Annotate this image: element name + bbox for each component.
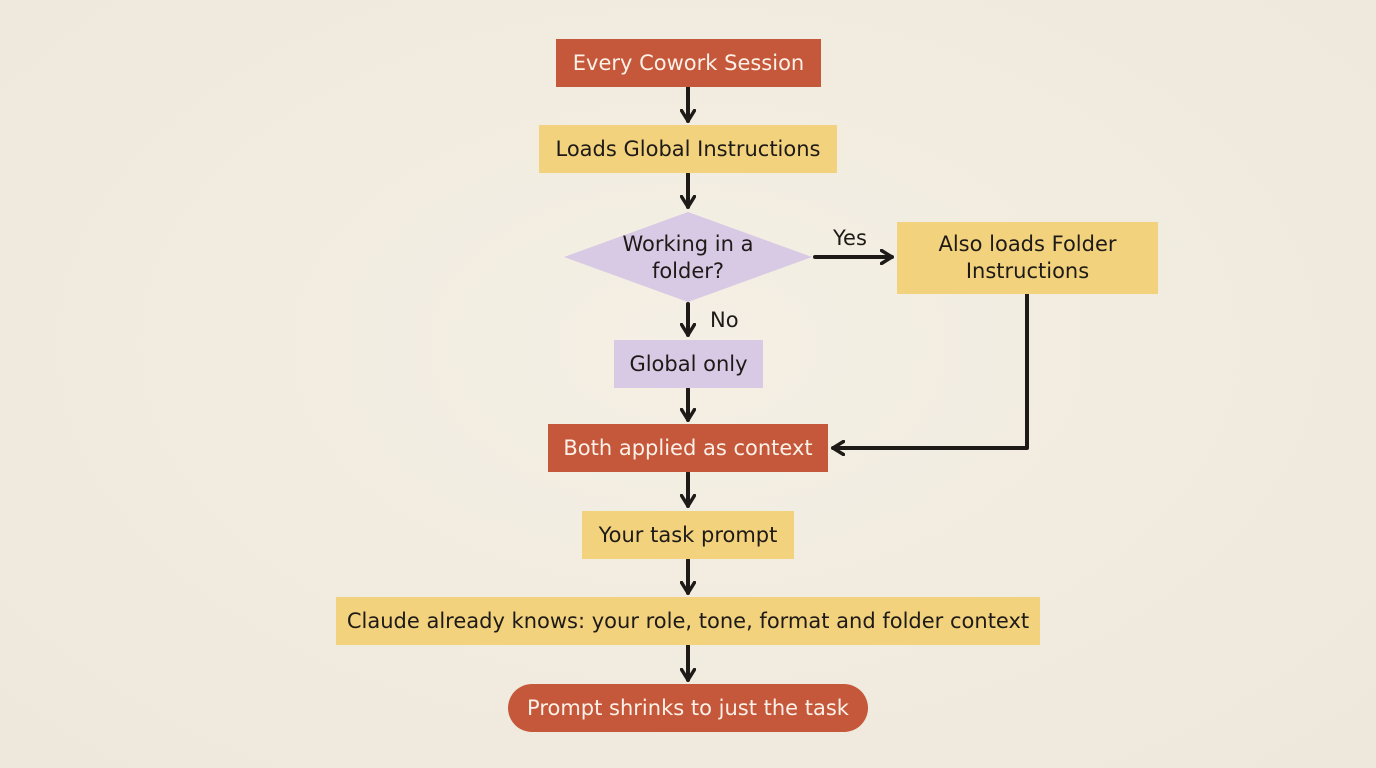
both-applied-node: Both applied as context — [548, 424, 828, 472]
global-instructions-label: Loads Global Instructions — [555, 136, 821, 161]
start-node: Every Cowork Session — [556, 39, 821, 87]
yes-edge-label: Yes — [833, 226, 867, 250]
both-applied-label: Both applied as context — [563, 435, 813, 460]
claude-knows-node: Claude already knows: your role, tone, f… — [336, 597, 1040, 645]
start-node-label: Every Cowork Session — [572, 50, 805, 75]
claude-knows-label: Claude already knows: your role, tone, f… — [346, 608, 1030, 633]
folder-instructions-label: Also loads Folder Instructions — [938, 232, 1117, 283]
end-node-label: Prompt shrinks to just the task — [527, 695, 849, 720]
global-only-node: Global only — [614, 340, 763, 388]
decision-node: Working in a folder? — [608, 228, 768, 288]
decision-diamond — [564, 212, 812, 302]
task-prompt-label: Your task prompt — [598, 522, 778, 547]
arrow-folder-to-both — [831, 292, 1029, 448]
folder-instructions-node: Also loads Folder Instructions — [897, 222, 1158, 294]
end-node: Prompt shrinks to just the task — [508, 684, 868, 732]
decision-label: Working in a folder? — [622, 232, 754, 283]
task-prompt-node: Your task prompt — [582, 511, 794, 559]
global-only-label: Global only — [629, 351, 748, 376]
global-instructions-node: Loads Global Instructions — [539, 125, 837, 173]
no-edge-label: No — [710, 308, 739, 332]
